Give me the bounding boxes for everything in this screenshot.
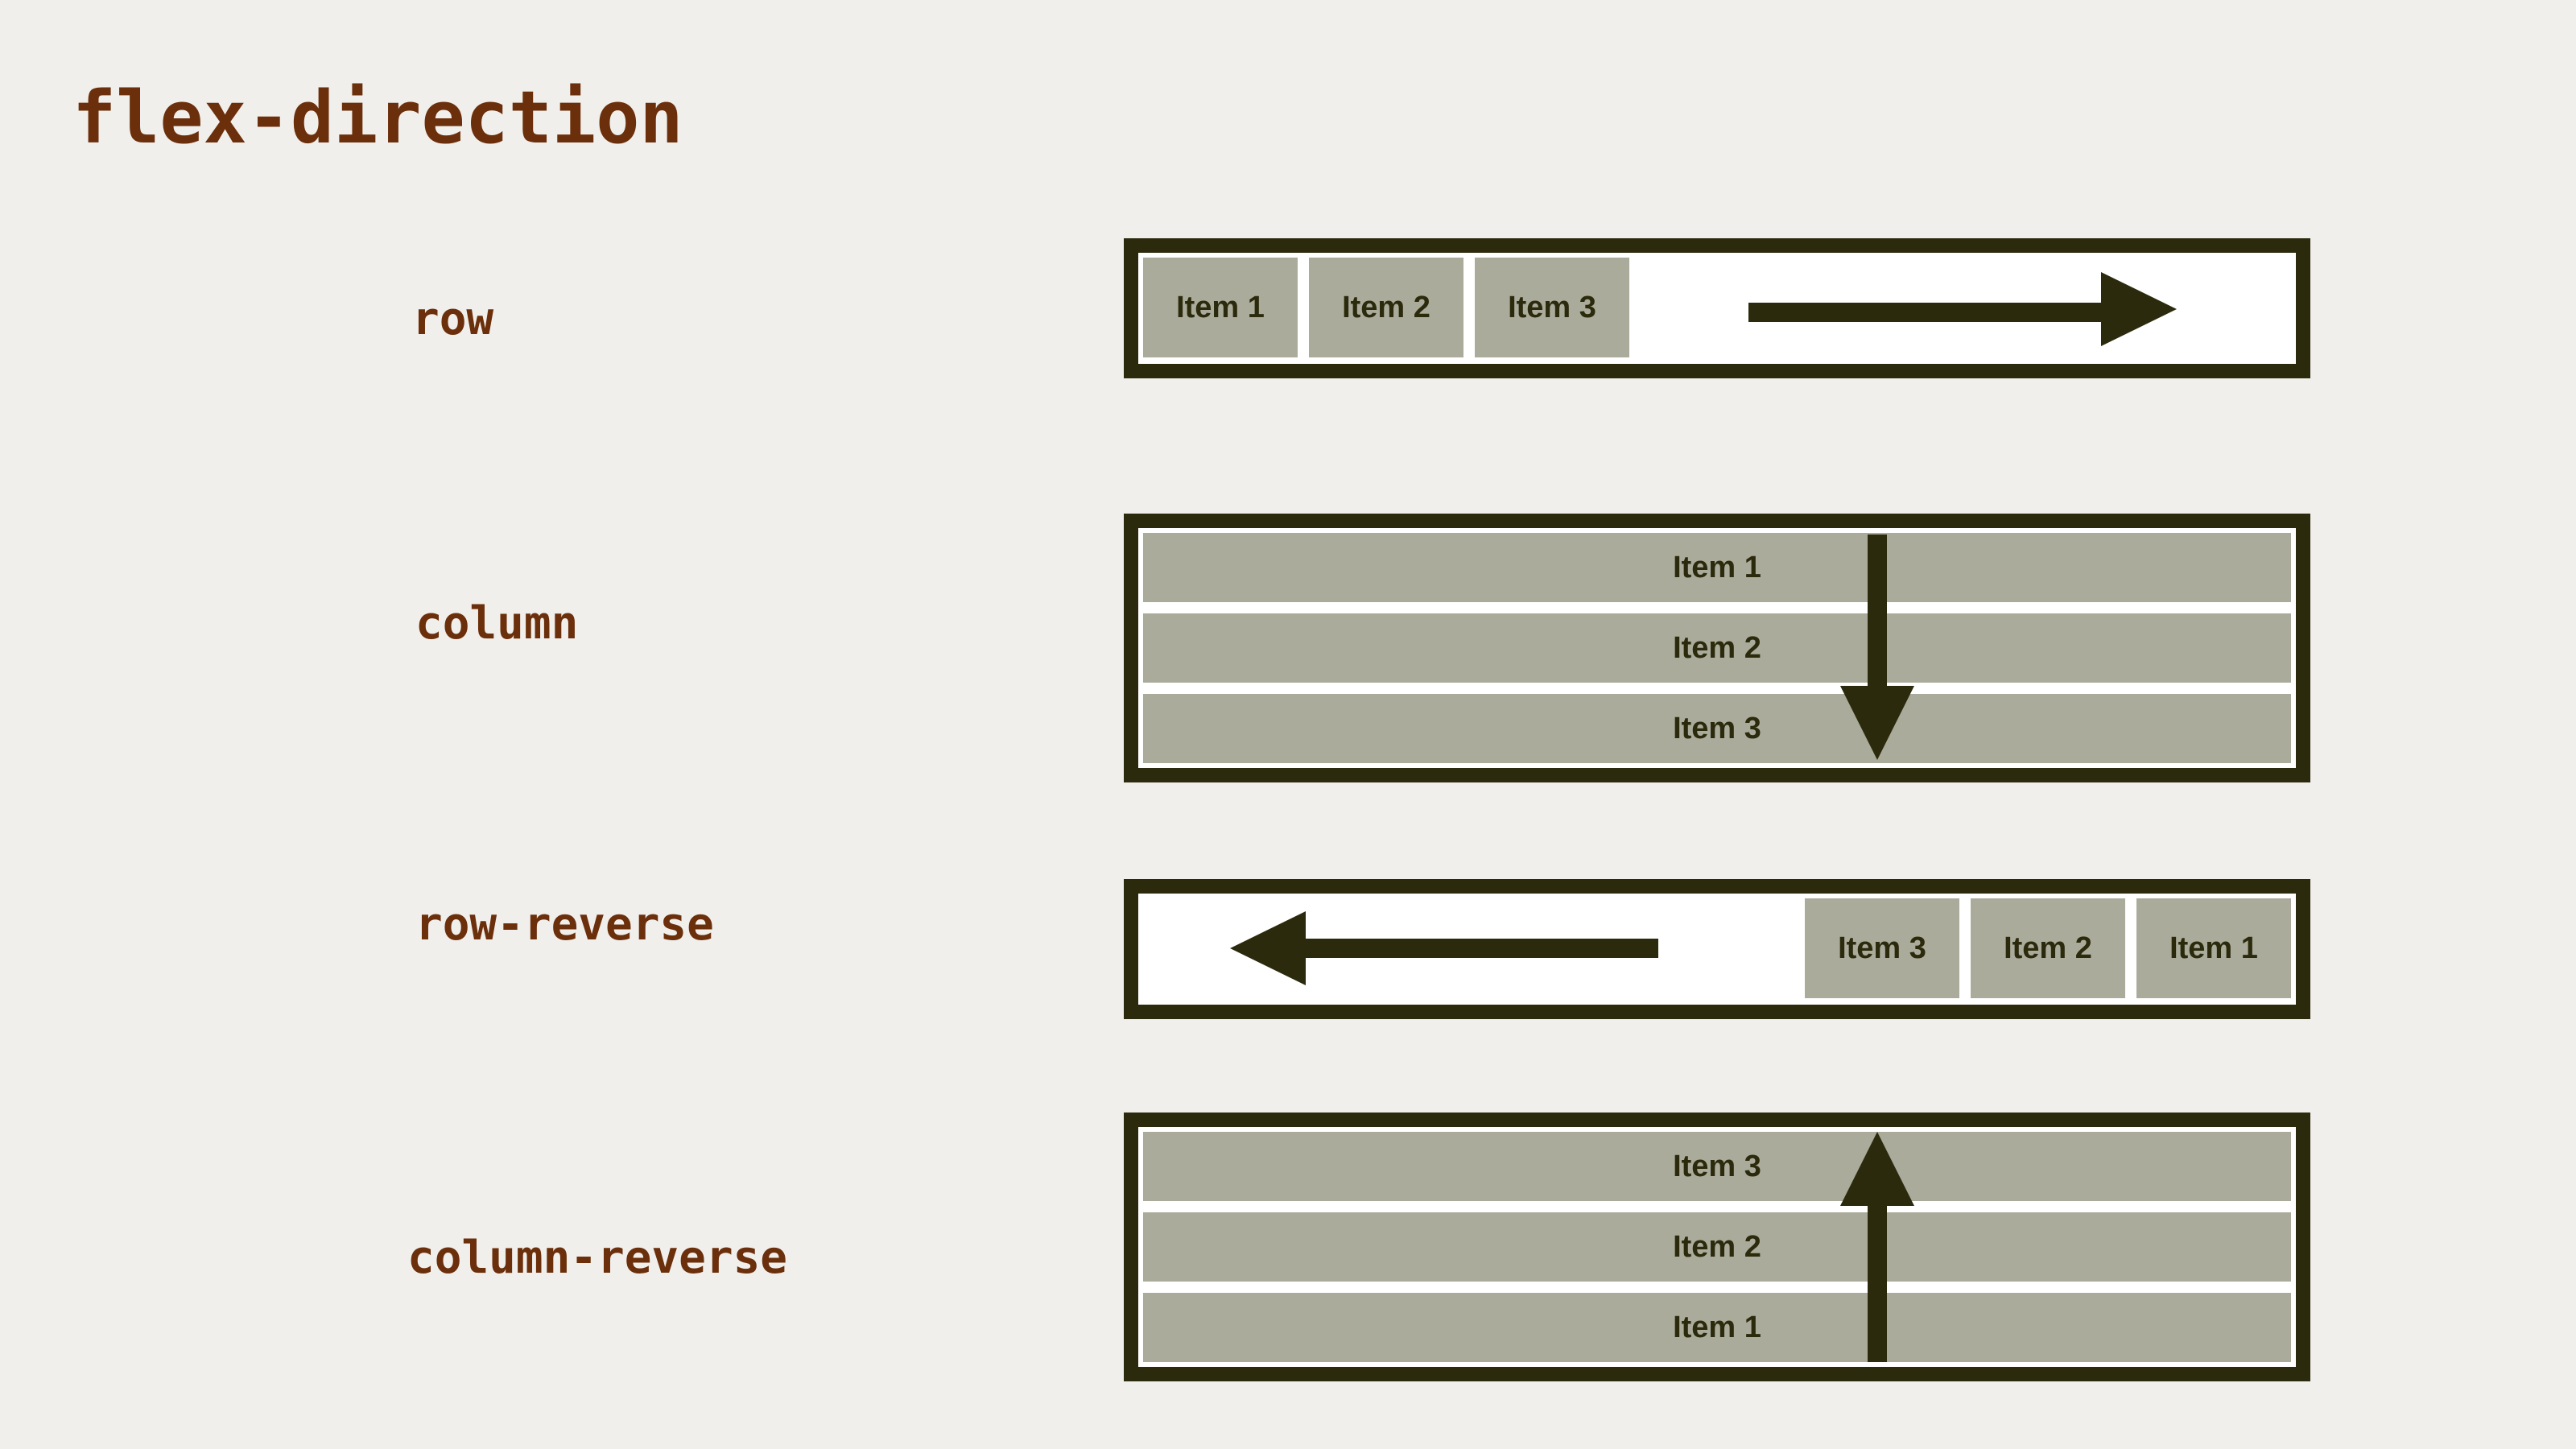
flex-item: Item 3 bbox=[1143, 694, 2291, 763]
flex-item: Item 3 bbox=[1143, 1132, 2291, 1201]
label-row: row bbox=[412, 293, 494, 345]
flex-container-column-reverse: Item 1 Item 2 Item 3 bbox=[1124, 1113, 2310, 1381]
label-row-reverse: row-reverse bbox=[415, 898, 714, 951]
page-title: flex-direction bbox=[72, 76, 683, 160]
flex-item: Item 2 bbox=[1309, 258, 1463, 357]
flex-item: Item 1 bbox=[1143, 1293, 2291, 1362]
label-column: column bbox=[415, 597, 579, 650]
flex-item: Item 3 bbox=[1805, 898, 1959, 998]
flex-container-row: Item 1 Item 2 Item 3 bbox=[1124, 238, 2310, 378]
flex-container-row-reverse: Item 1 Item 2 Item 3 bbox=[1124, 879, 2310, 1019]
flex-item: Item 1 bbox=[1143, 258, 1298, 357]
flex-item: Item 2 bbox=[1143, 1212, 2291, 1282]
flex-item: Item 2 bbox=[1143, 613, 2291, 683]
flex-container-column: Item 1 Item 2 Item 3 bbox=[1124, 514, 2310, 782]
flex-item: Item 1 bbox=[1143, 533, 2291, 602]
label-column-reverse: column-reverse bbox=[407, 1232, 788, 1284]
flex-item: Item 1 bbox=[2136, 898, 2291, 998]
flex-item: Item 2 bbox=[1971, 898, 2125, 998]
flex-item: Item 3 bbox=[1475, 258, 1629, 357]
